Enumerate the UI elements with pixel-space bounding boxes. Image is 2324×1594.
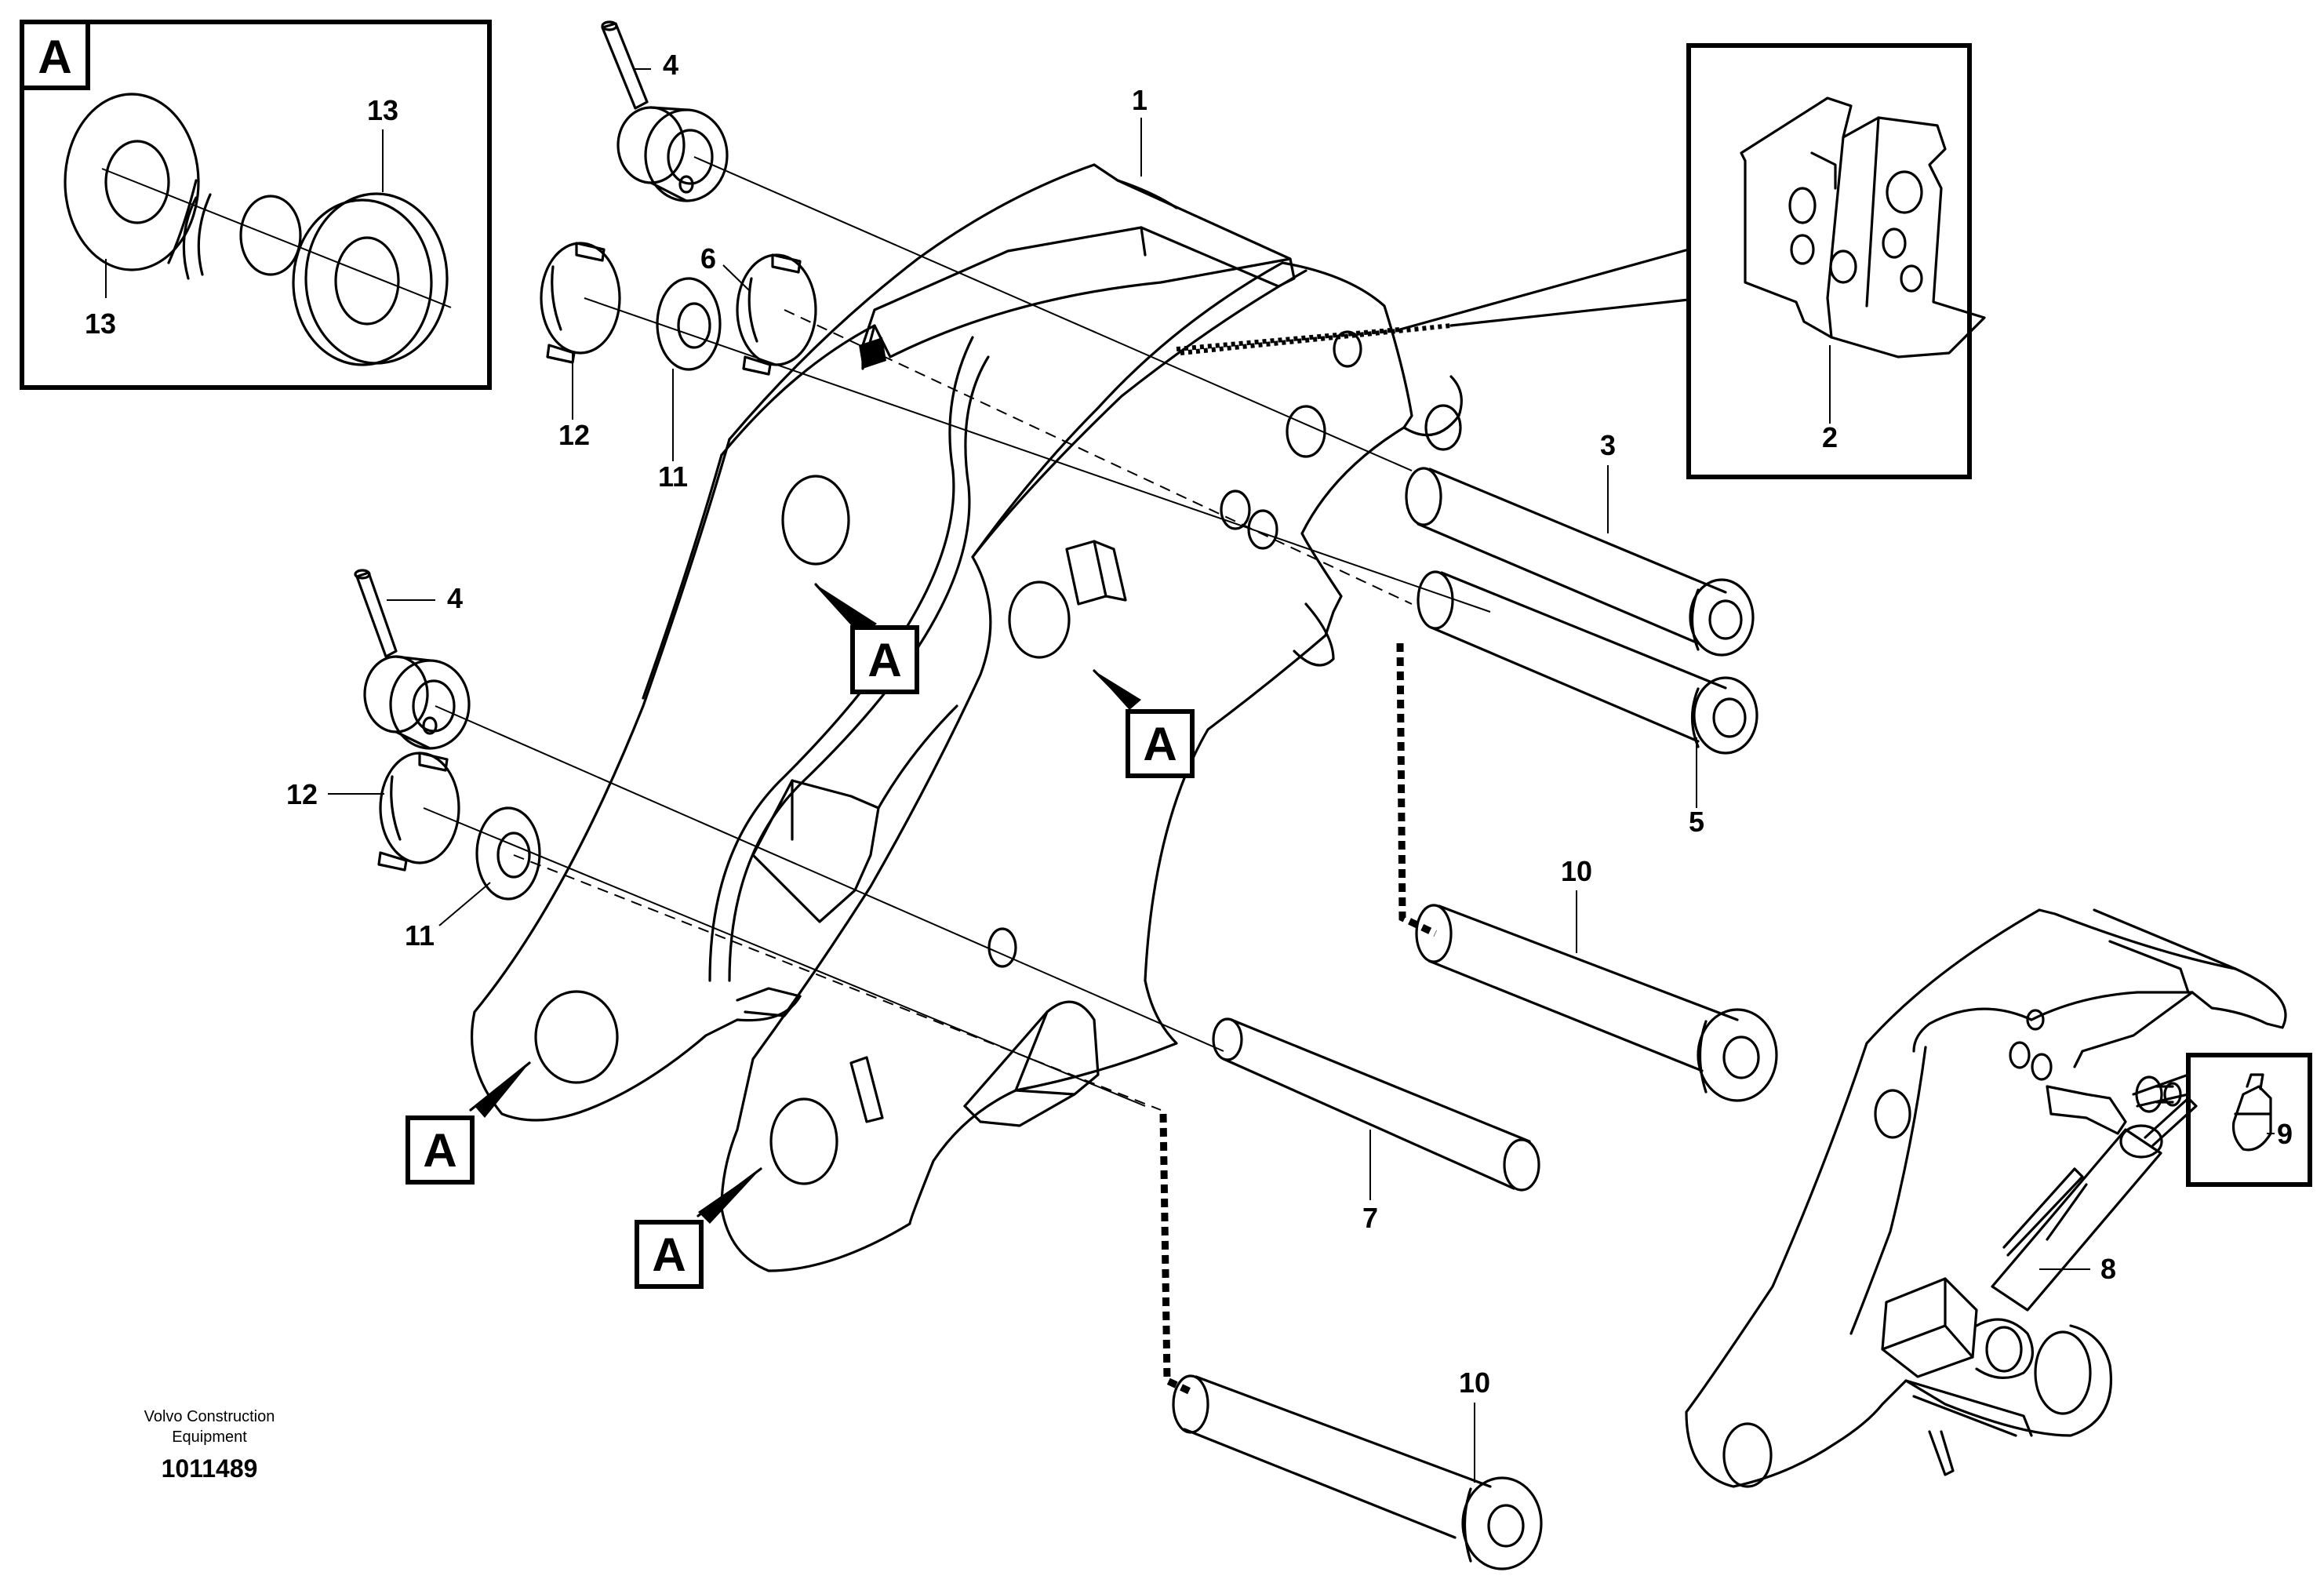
part-label-7: 7 — [1362, 1202, 1378, 1234]
part-label-4-lower: 4 — [447, 582, 463, 614]
pin-3 — [1405, 467, 1755, 657]
detail-a-label-4: A — [652, 1228, 686, 1281]
lock-ring-12-top — [540, 242, 621, 364]
detail-a-callout-4: A — [635, 1167, 762, 1289]
washer-11-top — [656, 277, 722, 371]
detail-a-label-3: A — [423, 1124, 456, 1177]
pin-7 — [1212, 1017, 1540, 1192]
bushing-lower — [363, 655, 471, 750]
coupler-with-cylinder-assembly — [1685, 908, 2287, 1488]
part-label-1: 1 — [1132, 84, 1147, 116]
company-name-line1: Volvo Construction — [144, 1408, 275, 1425]
quick-coupler-frame — [470, 163, 1463, 1272]
part-label-2: 2 — [1822, 421, 1838, 453]
washer-11-lower — [475, 806, 541, 901]
pin-5 — [1417, 570, 1758, 755]
part-label-5: 5 — [1689, 806, 1704, 838]
lock-ring-6 — [736, 253, 817, 376]
part-label-9: 9 — [2277, 1118, 2293, 1150]
lock-pin-4-lower — [354, 569, 398, 658]
detail-a-callout-2: A — [1093, 669, 1195, 778]
part-label-8: 8 — [2100, 1253, 2116, 1285]
part-label-6: 6 — [700, 242, 716, 275]
detail-box-a: A — [20, 20, 492, 390]
lock-ring-12-lower — [377, 752, 460, 872]
lock-pin-4-top — [601, 20, 649, 110]
bushing-top — [616, 106, 729, 202]
detail-a-callout-3: A — [406, 1061, 531, 1185]
part-label-10-upper: 10 — [1561, 855, 1592, 887]
part-label-11-lower: 11 — [405, 919, 435, 952]
detail-a-label-2: A — [1143, 718, 1177, 770]
drawing-number: 1011489 — [162, 1454, 258, 1483]
part-label-11-top: 11 — [658, 460, 688, 493]
detail-box-9 — [2132, 1053, 2312, 1187]
part-label-4-top: 4 — [663, 49, 678, 81]
part-label-10-lower: 10 — [1459, 1367, 1490, 1399]
part-label-13-right: 13 — [367, 94, 398, 126]
part-label-13-left: 13 — [85, 308, 116, 340]
part-label-12-lower: 12 — [286, 778, 318, 810]
company-name-line2: Equipment — [172, 1428, 247, 1446]
part-label-3: 3 — [1600, 429, 1616, 461]
part-label-12-top: 12 — [558, 419, 590, 451]
pin-10-upper — [1415, 904, 1778, 1102]
detail-box-2 — [1398, 43, 1986, 479]
pin-10-lower — [1172, 1374, 1543, 1570]
detail-a-callout-1: A — [814, 583, 919, 694]
detail-box-label: A — [38, 31, 71, 83]
detail-a-label-1: A — [867, 634, 901, 686]
